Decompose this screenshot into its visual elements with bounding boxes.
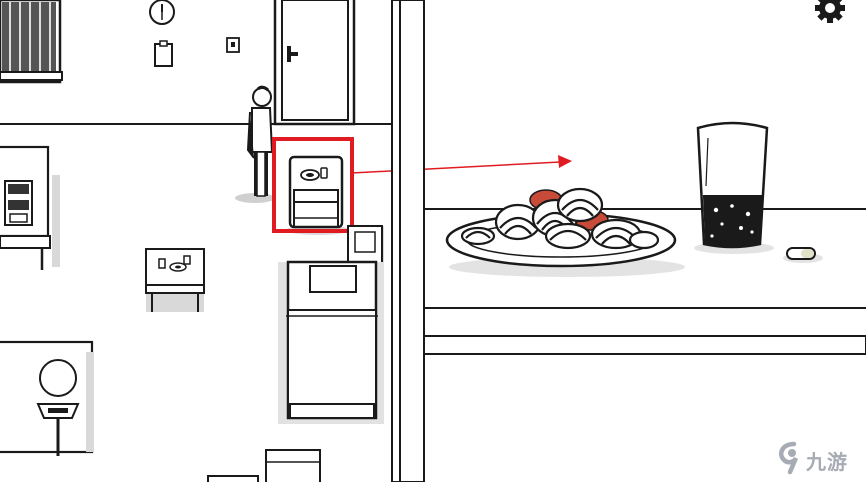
framed-picture[interactable] bbox=[347, 225, 384, 276]
nightstand[interactable] bbox=[286, 155, 350, 235]
wall-clock[interactable] bbox=[149, 0, 175, 25]
barred-window bbox=[0, 0, 63, 84]
glass-of-cola[interactable] bbox=[694, 121, 774, 254]
toilet-lid[interactable] bbox=[265, 449, 321, 482]
watermark-text: 九游 bbox=[806, 450, 848, 474]
light-switch[interactable] bbox=[226, 37, 240, 53]
wall-cabinet[interactable] bbox=[0, 145, 60, 270]
cell-door[interactable] bbox=[273, 0, 356, 126]
selection-highlight-box bbox=[272, 137, 354, 233]
wall-note[interactable] bbox=[154, 40, 173, 67]
nine-games-logo-icon bbox=[779, 441, 799, 475]
prisoner-character[interactable] bbox=[235, 85, 275, 203]
bed[interactable] bbox=[278, 260, 384, 424]
pill[interactable] bbox=[783, 247, 823, 263]
tabletop bbox=[423, 208, 866, 355]
watermark-logo: 九游 bbox=[772, 440, 864, 480]
pointer-arrow bbox=[351, 155, 572, 174]
small-table[interactable] bbox=[145, 248, 205, 312]
floor-object bbox=[207, 475, 259, 482]
wall-sink[interactable] bbox=[0, 340, 94, 456]
settings-gear-icon[interactable] bbox=[812, 0, 848, 26]
plate-of-spaghetti[interactable] bbox=[445, 187, 685, 277]
